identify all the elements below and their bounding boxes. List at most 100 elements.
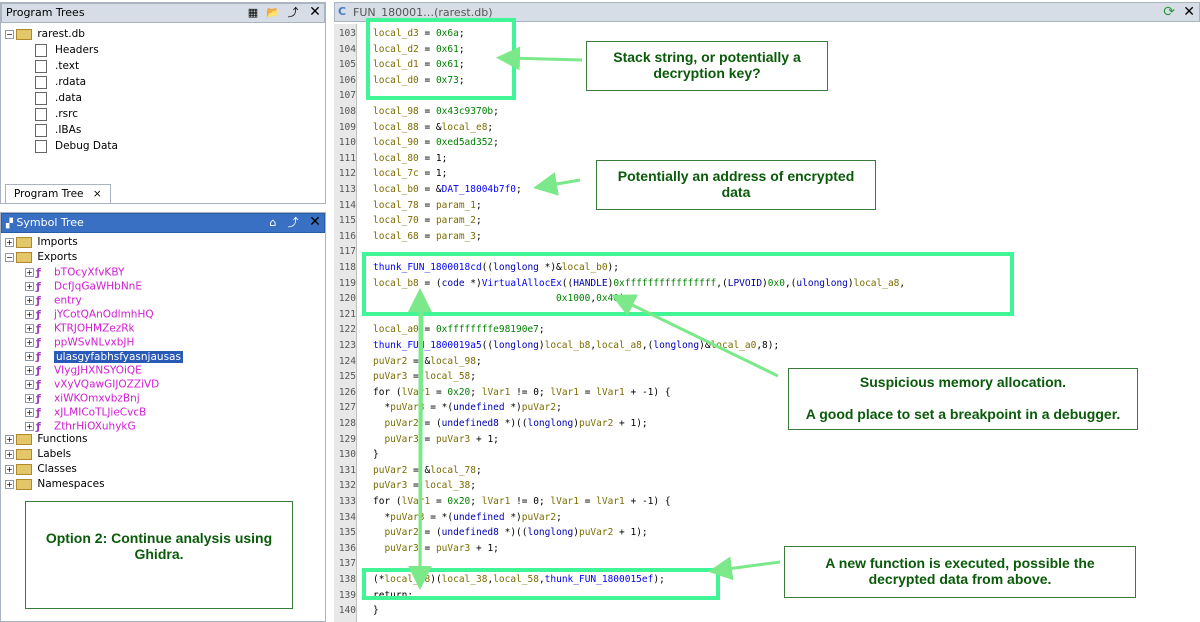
- tree-node-functions[interactable]: + Functions: [5, 432, 87, 447]
- code-line[interactable]: local_78 = param_1;: [373, 199, 482, 211]
- export-item-label: ulasgyfabhsfyasnjausas: [54, 350, 183, 363]
- code-line[interactable]: local_98 = 0x43c9370b;: [373, 106, 499, 117]
- code-line[interactable]: local_b0 = &DAT_18004b7f0;: [373, 184, 522, 195]
- expand-icon[interactable]: +: [25, 268, 34, 277]
- expand-icon[interactable]: +: [5, 464, 14, 474]
- code-line[interactable]: local_d1 = 0x61;: [373, 59, 465, 71]
- tree-node-labels[interactable]: + Labels: [5, 447, 71, 462]
- program-tree-item[interactable]: .text: [35, 59, 79, 74]
- expand-icon[interactable]: +: [25, 324, 34, 333]
- function-icon: ƒ: [36, 294, 41, 307]
- code-line[interactable]: *puVar3 = *(undefined *)puVar2;: [373, 402, 562, 414]
- tree-node-imports[interactable]: + Imports: [5, 235, 78, 250]
- code-line[interactable]: local_a0 = 0xffffffffe98190e7;: [373, 324, 545, 336]
- code-line[interactable]: local_70 = param_2;: [373, 215, 482, 227]
- program-tree-item[interactable]: .rdata: [35, 75, 86, 90]
- tree-node-classes[interactable]: + Classes: [5, 462, 77, 477]
- expand-icon[interactable]: +: [5, 479, 14, 489]
- expand-icon[interactable]: +: [25, 380, 34, 389]
- code-line[interactable]: puVar2 = &local_78;: [373, 464, 482, 476]
- expand-icon[interactable]: +: [25, 296, 34, 305]
- export-icon[interactable]: ⤴: [287, 6, 299, 19]
- open-folder-icon[interactable]: 📂: [266, 6, 280, 19]
- expand-icon[interactable]: +: [5, 434, 14, 444]
- lock-icon[interactable]: ⌂: [269, 216, 277, 229]
- expand-icon[interactable]: +: [5, 449, 14, 459]
- code-line[interactable]: local_90 = 0xed5ad352;: [373, 137, 499, 149]
- expand-icon[interactable]: +: [5, 237, 14, 247]
- expand-icon[interactable]: +: [25, 352, 34, 361]
- refresh-icon[interactable]: ⟳: [1163, 4, 1175, 20]
- code-line[interactable]: local_d0 = 0x73;: [373, 74, 465, 86]
- code-line[interactable]: puVar3 = puVar3 + 1;: [384, 433, 499, 445]
- program-tree-item[interactable]: .data: [35, 91, 82, 106]
- code-line[interactable]: }: [373, 449, 379, 461]
- note-memory-allocation-line1: Suspicious memory allocation.: [859, 374, 1067, 390]
- code-line[interactable]: local_b8 = (code *)VirtualAllocEx((HANDL…: [373, 277, 906, 289]
- code-line[interactable]: local_7c = 1;: [373, 168, 448, 180]
- code-line[interactable]: (*local_b8)(local_38,local_58,thunk_FUN_…: [373, 574, 665, 585]
- code-line[interactable]: puVar2 = (undefined8 *)((longlong)puVar2…: [384, 527, 648, 539]
- tree-node-namespaces[interactable]: + Namespaces: [5, 477, 105, 492]
- symbol-tree-icon: ▞: [6, 219, 13, 229]
- tree-node-functions-label: Functions: [37, 433, 88, 445]
- code-line[interactable]: local_d2 = 0x61;: [373, 43, 465, 55]
- new-tree-icon[interactable]: ▦: [247, 6, 259, 19]
- tree-root[interactable]: − rarest.db: [5, 27, 85, 42]
- code-line[interactable]: thunk_FUN_1800019a5((longlong)local_b8,l…: [373, 340, 780, 351]
- code-line[interactable]: for (lVar1 = 0x20; lVar1 != 0; lVar1 = l…: [373, 496, 671, 507]
- expand-icon[interactable]: +: [25, 408, 34, 417]
- collapse-icon[interactable]: −: [5, 29, 14, 39]
- expand-icon[interactable]: +: [25, 422, 34, 431]
- program-tree-item[interactable]: .IBAs: [35, 123, 81, 138]
- line-number: 107: [338, 90, 356, 102]
- code-line[interactable]: local_68 = param_3;: [373, 230, 482, 242]
- program-tree-item[interactable]: Headers: [35, 43, 99, 58]
- close-program-trees-button[interactable]: ✕: [309, 4, 321, 20]
- code-line[interactable]: }: [373, 605, 379, 617]
- symbol-tree-title-text: Symbol Tree: [16, 216, 84, 229]
- tab-program-tree[interactable]: Program Tree ×: [5, 184, 111, 203]
- export-symbols-icon[interactable]: ⤴: [287, 216, 299, 229]
- expand-icon[interactable]: +: [25, 310, 34, 319]
- code-line[interactable]: return;: [373, 589, 414, 601]
- code-line[interactable]: local_d3 = 0x6a;: [373, 28, 465, 39]
- code-line[interactable]: puVar3 = local_58;: [373, 371, 476, 383]
- code-line[interactable]: local_80 = 1;: [373, 152, 448, 164]
- expand-icon[interactable]: +: [25, 338, 34, 347]
- code-line[interactable]: thunk_FUN_1800018cd((longlong *)&local_b…: [373, 262, 619, 273]
- tree-node-exports[interactable]: − Exports: [5, 250, 77, 265]
- code-line[interactable]: puVar2 = (undefined8 *)((longlong)puVar2…: [384, 418, 648, 429]
- note-stack-string: Stack string, or potentially a decryptio…: [586, 41, 828, 91]
- tab-close-icon[interactable]: ×: [92, 188, 102, 200]
- expand-icon[interactable]: +: [25, 282, 34, 291]
- close-symbol-tree-button[interactable]: ✕: [309, 214, 321, 230]
- program-tree-item[interactable]: Debug Data: [35, 139, 118, 154]
- program-tree-item[interactable]: .rsrc: [35, 107, 78, 122]
- function-icon: ƒ: [36, 322, 41, 335]
- code-line[interactable]: puVar3 = local_38;: [373, 480, 476, 492]
- expand-icon[interactable]: +: [25, 366, 34, 375]
- code-line[interactable]: for (lVar1 = 0x20; lVar1 != 0; lVar1 = l…: [373, 386, 671, 398]
- collapse-icon[interactable]: −: [5, 252, 14, 262]
- line-number-gutter: [334, 24, 357, 622]
- expand-icon[interactable]: +: [25, 394, 34, 403]
- function-icon: ƒ: [36, 336, 41, 349]
- code-line[interactable]: puVar3 = puVar3 + 1;: [384, 542, 499, 554]
- code-line[interactable]: *puVar3 = *(undefined *)puVar2;: [373, 511, 562, 523]
- close-decompiler-button[interactable]: ✕: [1183, 4, 1195, 20]
- code-line[interactable]: local_88 = &local_e8;: [373, 121, 494, 133]
- code-line[interactable]: puVar2 = &local_98;: [373, 355, 482, 367]
